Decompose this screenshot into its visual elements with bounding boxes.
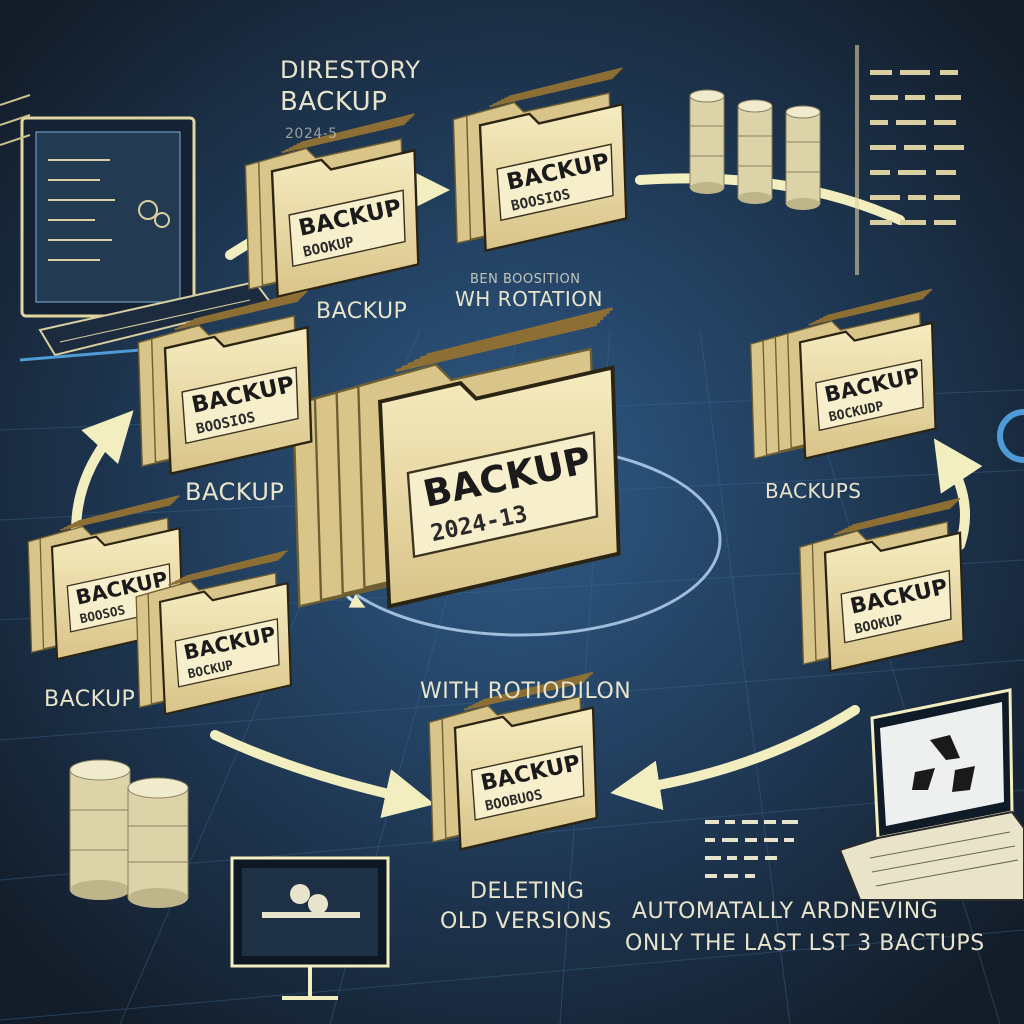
monitor-icon [230,856,390,1000]
folder-paper-edge [508,67,623,98]
backups-caption-right: BACKUPS [765,479,862,503]
folder-paper-edge [419,310,610,360]
folder-paper-edge [808,297,924,326]
folder-label-plate [174,618,280,688]
folder-label-plate [288,189,406,268]
refresh-icon [997,409,1024,463]
folder-paper-edge [189,292,306,323]
code-panel [855,45,964,275]
database-cylinder-icon [689,89,821,210]
backup-caption-left-low: BACKUP [44,687,135,712]
auto-line2: ONLY THE LAST LST 3 BACTUPS [625,931,985,956]
backup-caption-left-mid: BACKUP [185,478,284,506]
folder-label-plate [496,143,614,222]
folder-paper-edge [812,295,926,324]
server-rack-left [0,94,31,146]
folder-paper-edge [826,288,933,317]
folder-paper-edge [281,122,406,154]
binary-readout [705,820,798,878]
folder-paper-edge [70,498,177,526]
folder-paper-edge [500,71,619,102]
folder-paper-edge [63,501,173,530]
rotation-caption-bottom: WITH ROTIODILON [420,679,631,704]
folder-paper-edge [848,499,959,529]
folder-paper-edge [67,500,175,528]
folder-paper-edge [401,319,601,370]
rotation-caption-small: BEN BOOSITION [470,272,580,287]
folder-paper-edge [296,115,413,146]
folder-paper-edge [475,675,590,705]
folder-paper-edge [395,322,598,373]
folder-paper-edge [292,117,411,148]
backup-caption-top: BACKUP [316,299,407,324]
folder-paper-edge [489,76,614,108]
folder-paper-edge [73,496,179,524]
folder-paper-edge [463,680,585,711]
folder-paper-edge [815,293,927,323]
folder-paper-edge [844,501,957,531]
folder-paper-edge [185,550,288,578]
deleting-line2: OLD VERSIONS [440,909,612,934]
folder-label-plate [840,569,952,644]
folder-paper-edge [413,313,607,363]
folders-layer: BACKUP2024-13BACKUPBOOKUPBACKUPBOOSIOSBA… [27,67,965,851]
folder-paper-edge [60,503,172,531]
folder-paper-edge [819,292,929,321]
folder-paper-edge [300,113,415,144]
folder-paper-edge [833,506,952,536]
folder-paper-edge [181,296,303,327]
folder-paper-edge [504,69,621,100]
auto-line1: AUTOMATALLY ARDNEVING [632,899,938,924]
title-line3: 2024-5 [285,126,338,142]
folder-label-plate [470,745,585,821]
folder-paper-edge [171,556,281,585]
folder-paper-edge [77,495,180,523]
title-line1: DIRESTORY [280,56,420,84]
folder-paper-edge [185,294,304,325]
folder-paper-edge [467,679,586,709]
folder-paper-edge [840,503,955,532]
folder-paper-edge [837,504,954,534]
folder-paper-edge [285,120,408,152]
folder-paper-edge [174,299,299,331]
folder-label-plate [406,431,599,559]
folder-paper-edge [471,677,588,707]
folder-paper-edge [193,290,308,321]
folder-paper-edge [482,671,594,702]
folder-paper-edge [822,290,931,319]
rotation-caption-top: WH ROTATION [455,287,603,311]
folder-paper-edge [168,558,280,586]
folder-paper-edge [478,673,592,704]
folder-label-plate [181,366,299,445]
laptop-recycle-icon [838,688,1024,901]
folder-paper-edge [178,297,301,329]
deleting-line1: DELETING [470,879,584,904]
folder-paper-edge [407,316,604,367]
folder-label-plate [815,359,924,432]
folder-paper-edge [175,555,283,583]
desktop-computer-icon [19,116,272,362]
folder-paper-edge [181,551,287,579]
title-line2: BACKUP [280,87,387,117]
folder-paper-edge [496,73,618,104]
folder-paper-edge [426,307,613,357]
folder-paper-edge [288,119,410,150]
folder-paper-edge [178,553,285,581]
folder-paper-edge [851,497,961,527]
database-cylinder-icon [69,759,189,908]
folder-paper-edge [493,74,616,106]
